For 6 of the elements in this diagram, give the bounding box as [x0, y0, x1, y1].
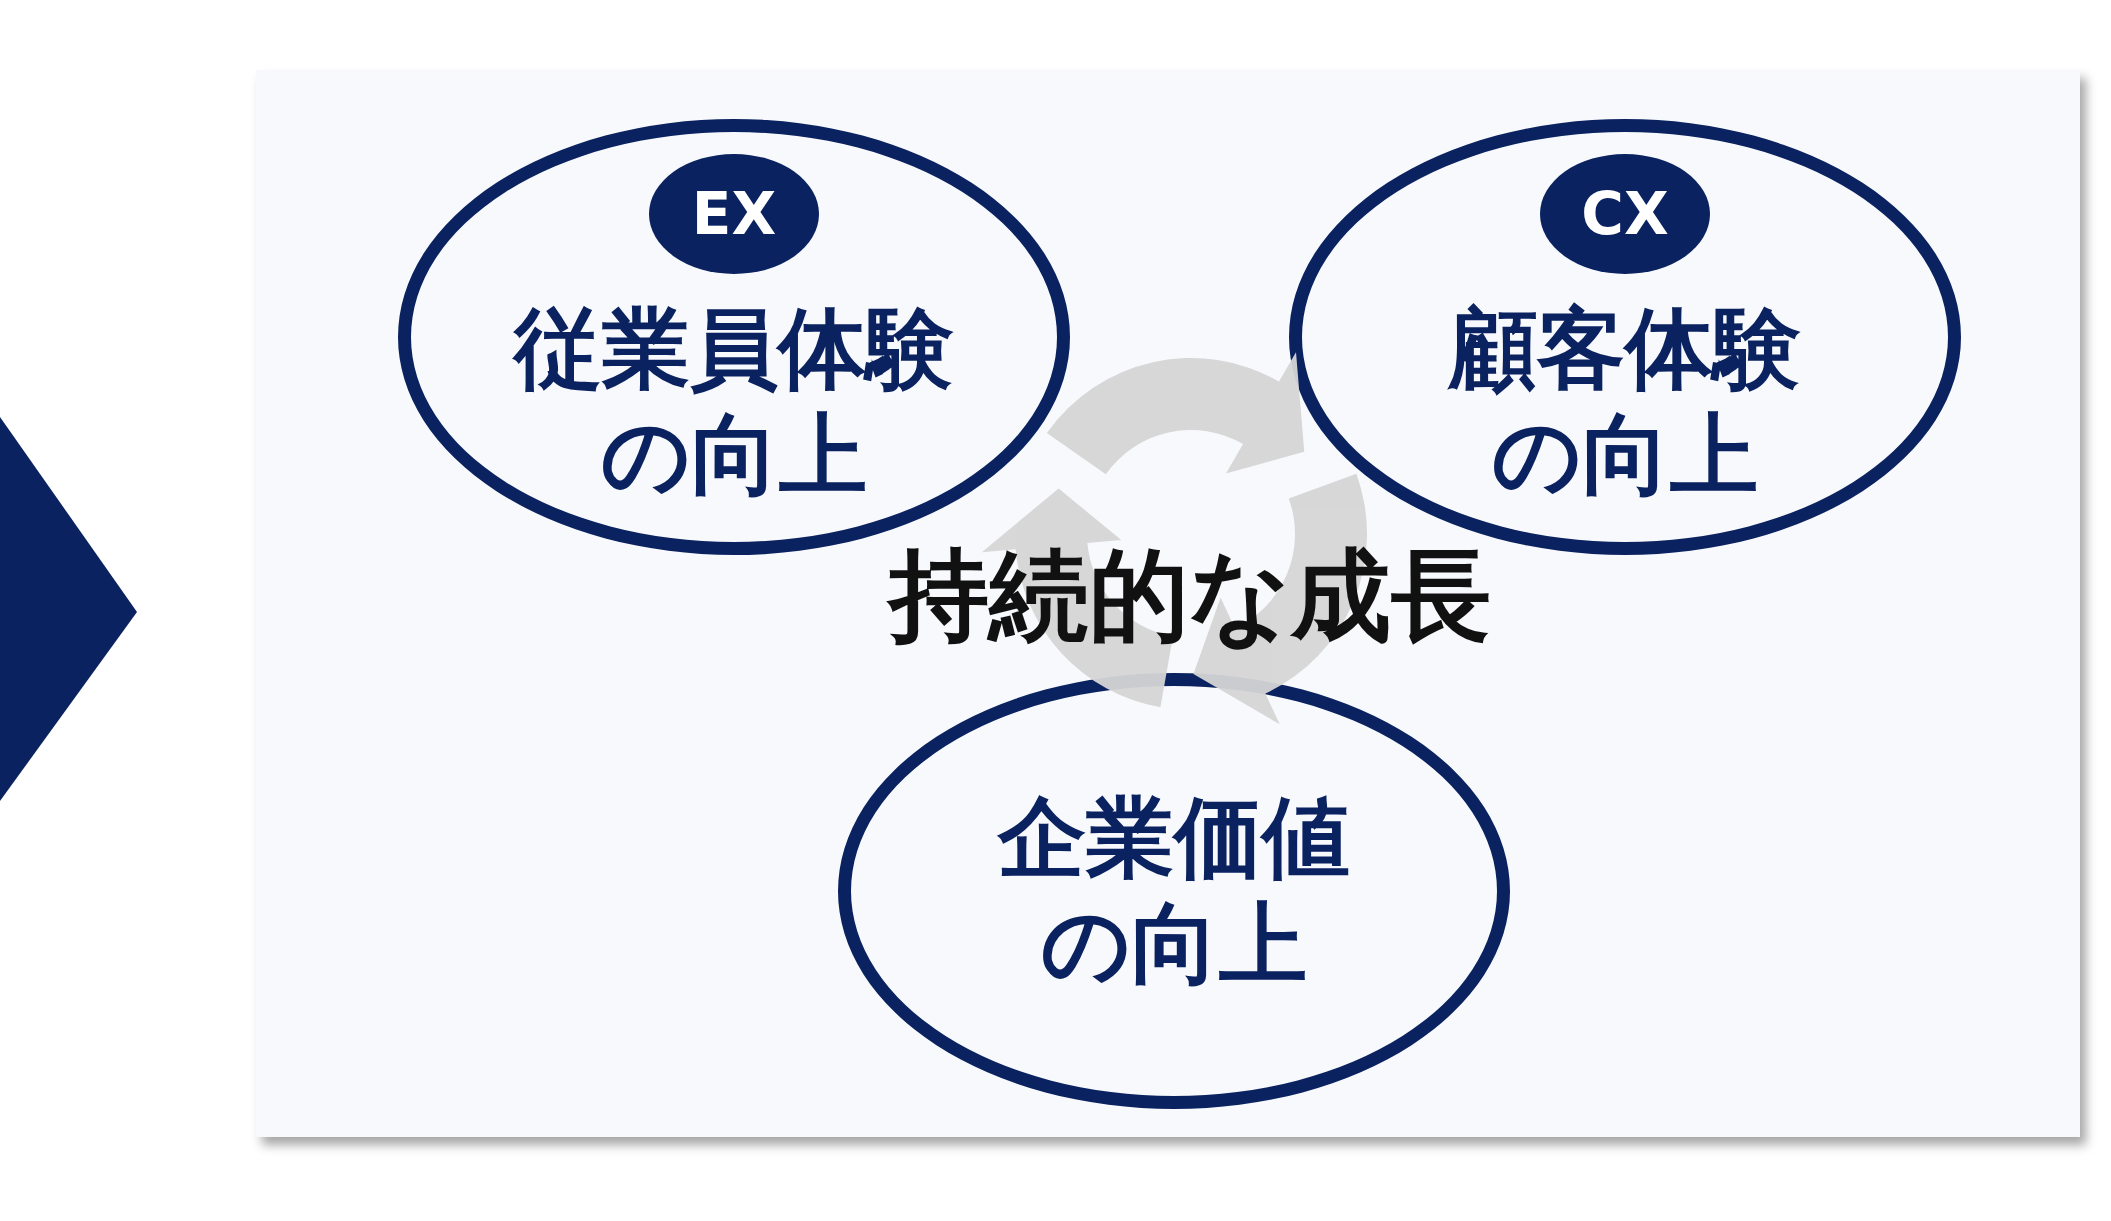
- badge: EX: [649, 154, 819, 274]
- oval-text: 企業価値の向上: [996, 785, 1351, 997]
- badge: CX: [1540, 154, 1710, 274]
- center-label: 持続的な成長: [850, 530, 1530, 665]
- oval-text: 従業員体験の向上: [511, 296, 955, 508]
- oval-text: 顧客体験の向上: [1446, 296, 1802, 508]
